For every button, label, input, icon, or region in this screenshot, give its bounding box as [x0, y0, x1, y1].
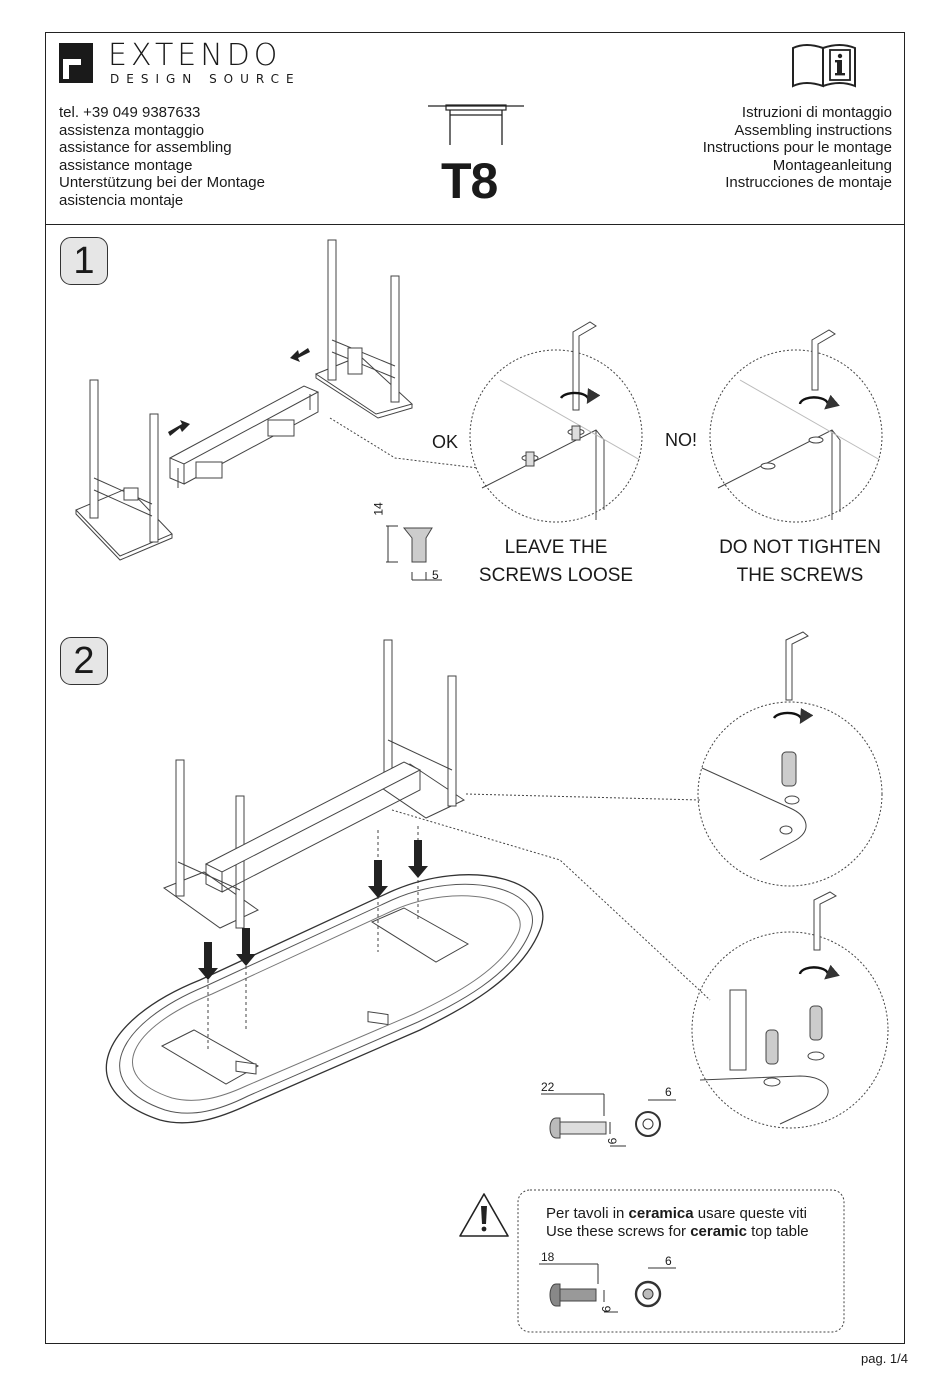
- info-book-icon: [792, 44, 856, 88]
- contact-line: tel. +39 049 9387633: [59, 104, 201, 121]
- no-caption-line: DO NOT TIGHTEN: [719, 537, 881, 558]
- washer-size-6: 6: [665, 1085, 672, 1099]
- no-caption: DO NOT TIGHTEN THE SCREWS: [702, 534, 898, 590]
- ok-caption: LEAVE THE SCREWS LOOSE: [468, 534, 644, 590]
- brand-name: EXTENDO: [108, 38, 282, 73]
- ceramic-note-text: Use these screws for: [546, 1223, 691, 1240]
- ok-caption-line: SCREWS LOOSE: [478, 565, 634, 586]
- ceramic-screw-diameter-6: 6: [599, 1305, 614, 1313]
- brand-subtitle: DESIGN SOURCE: [110, 72, 301, 86]
- screw-22x6-icon: [541, 1093, 626, 1147]
- ceramic-washer-size-6: 6: [665, 1254, 672, 1268]
- instructions-block: Istruzioni di montaggio Assembling instr…: [703, 104, 892, 192]
- page-frame: [45, 32, 905, 1344]
- ceramic-note-line-2: Use these screws for ceramic top table: [546, 1223, 809, 1241]
- ceramic-note-bold: ceramica: [628, 1205, 694, 1222]
- ceramic-note-text: Per tavoli in: [546, 1205, 629, 1222]
- contact-line: asistencia montaje: [59, 191, 184, 209]
- contact-line: assistance montage: [59, 156, 193, 174]
- contact-line: Unterstützung bei der Montage: [59, 174, 265, 192]
- screw-14x5-icon: [386, 525, 442, 581]
- step-2-badge: 2: [60, 637, 108, 685]
- header-divider: [45, 224, 905, 225]
- screw-diameter-5: 5: [432, 568, 439, 582]
- washer-6-icon: [635, 1099, 676, 1137]
- step1-frame-drawing: [75, 239, 413, 561]
- no-caption-line: THE SCREWS: [736, 565, 864, 586]
- instructions-line: Assembling instructions: [734, 121, 892, 139]
- washer-6-ceramic-icon: [634, 1267, 676, 1308]
- logo-mark-icon: [59, 43, 93, 83]
- table-profile-icon: [428, 104, 524, 145]
- warning-triangle-icon: [459, 1193, 509, 1237]
- instructions-line: Istruzioni di montaggio: [741, 104, 892, 121]
- screw-18x6-icon: [539, 1263, 618, 1313]
- screw-length-14: 14: [371, 502, 386, 516]
- ok-caption-line: LEAVE THE: [504, 537, 608, 558]
- ceramic-note-bold: ceramic: [690, 1223, 747, 1240]
- screw-length-22: 22: [541, 1080, 555, 1094]
- step-1-badge: 1: [60, 237, 108, 285]
- ceramic-note: Per tavoli in ceramica usare queste viti…: [546, 1205, 809, 1241]
- contact-line: assistenza montaggio: [59, 121, 205, 139]
- no-label: NO!: [665, 430, 698, 450]
- ceramic-note-text: top table: [746, 1223, 809, 1240]
- ceramic-note-text: usare queste viti: [693, 1205, 808, 1222]
- ok-label: OK: [432, 432, 459, 452]
- contact-block: tel. +39 049 9387633 assistenza montaggi…: [59, 104, 265, 210]
- model-title: T8: [441, 153, 498, 209]
- screw-diameter-6: 6: [605, 1137, 620, 1145]
- page-number: pag. 1/4: [861, 1351, 908, 1366]
- ceramic-note-line-1: Per tavoli in ceramica usare queste viti: [546, 1205, 809, 1223]
- instructions-line: Instrucciones de montaje: [725, 174, 892, 192]
- contact-line: assistance for assembling: [59, 139, 232, 157]
- instructions-line: Montageanleitung: [772, 156, 892, 174]
- instructions-line: Instructions pour le montage: [702, 139, 892, 157]
- ceramic-screw-length-18: 18: [541, 1250, 555, 1264]
